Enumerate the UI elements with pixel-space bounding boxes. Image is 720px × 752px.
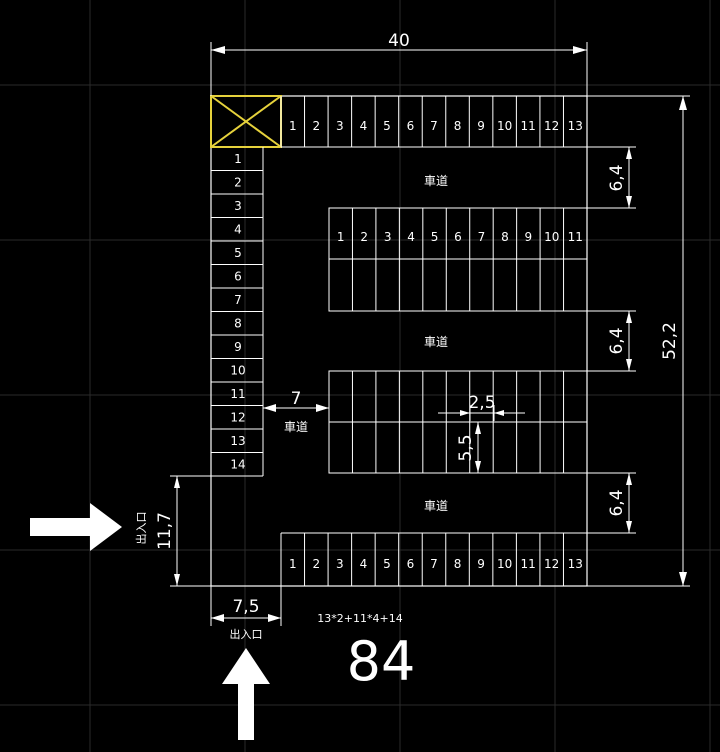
stall-count-formula: 13*2+11*4+14	[317, 612, 402, 625]
driveway-label-left: 車道	[284, 420, 308, 434]
left-stall-number: 2	[234, 175, 242, 189]
bottom-stall-number: 4	[360, 557, 368, 571]
bottom-stall-number: 13	[568, 557, 583, 571]
middle-stall-number: 5	[431, 230, 439, 244]
middle-stall-number: 4	[407, 230, 415, 244]
left-stall-number: 6	[234, 269, 242, 283]
left-stall-number: 4	[234, 222, 242, 236]
dimension-aisle-2: 6,4	[587, 310, 636, 372]
middle-stall-number: 9	[525, 230, 533, 244]
top-stall-number: 3	[336, 119, 344, 133]
dimension-aisle-3: 6,4	[587, 472, 636, 534]
left-stall-number: 3	[234, 199, 242, 213]
dimension-top-width: 40	[210, 31, 588, 96]
stall-count-total: 84	[347, 630, 416, 693]
middle-stall-number: 3	[384, 230, 392, 244]
dim-aisle-2-text: 6,4	[607, 327, 627, 354]
middle-stall-number: 6	[454, 230, 462, 244]
bottom-stall-number: 11	[521, 557, 536, 571]
dimension-stall-depth: 5,5	[456, 422, 481, 473]
dim-aisle-3-text: 6,4	[607, 489, 627, 516]
driveway-label-1: 車道	[424, 174, 448, 188]
top-stall-number: 12	[544, 119, 559, 133]
dim-left-aisle-text: 7	[291, 389, 302, 409]
bottom-stall-number: 9	[477, 557, 485, 571]
top-stall-number: 11	[521, 119, 536, 133]
middle-stall-number: 7	[478, 230, 486, 244]
dim-aisle-1-text: 6,4	[607, 164, 627, 191]
side-entrance-label: 出入口	[134, 512, 148, 545]
middle-stall-number: 11	[568, 230, 583, 244]
dim-top-width-text: 40	[388, 31, 410, 51]
top-stall-number: 2	[312, 119, 320, 133]
driveway-label-3: 車道	[424, 499, 448, 513]
top-stall-number: 6	[407, 119, 415, 133]
bottom-stall-number: 1	[289, 557, 297, 571]
dim-side-entrance-text: 11,7	[155, 512, 175, 550]
left-stall-number: 1	[234, 152, 242, 166]
left-stall-number: 11	[230, 387, 245, 401]
top-stall-number: 4	[360, 119, 368, 133]
driveway-label-2: 車道	[424, 335, 448, 349]
dim-right-height-text: 52,2	[660, 322, 680, 360]
top-stall-number: 8	[454, 119, 462, 133]
bottom-stall-number: 12	[544, 557, 559, 571]
dimension-left-aisle: 7	[263, 389, 329, 412]
left-stall-number: 13	[230, 434, 245, 448]
middle-stall-number: 1	[337, 230, 345, 244]
reserved-corner-x-icon	[210, 95, 282, 148]
bottom-stall-number: 7	[430, 557, 438, 571]
lot-boundary	[210, 95, 588, 587]
bottom-stall-number: 2	[312, 557, 320, 571]
bottom-entrance-label: 出入口	[230, 627, 263, 641]
left-stall-number: 14	[230, 457, 245, 471]
left-stall-number: 9	[234, 340, 242, 354]
bottom-stall-number: 5	[383, 557, 391, 571]
left-stall-number: 7	[234, 293, 242, 307]
middle-stall-block: 1 2 3 4 5 6 7 8 9 10 11	[328, 207, 588, 312]
lower-stall-block	[328, 370, 588, 474]
dimension-aisle-1: 6,4	[587, 146, 636, 209]
bottom-stall-number: 8	[454, 557, 462, 571]
dimension-stall-width: 2,5	[438, 393, 525, 421]
left-stall-number: 8	[234, 316, 242, 330]
top-stall-number: 13	[568, 119, 583, 133]
dimension-side-entrance: 11,7 出入口	[134, 475, 211, 587]
dim-stall-width-text: 2,5	[468, 393, 495, 413]
top-stall-number: 9	[477, 119, 485, 133]
left-stall-number: 5	[234, 246, 242, 260]
middle-stall-number: 10	[544, 230, 559, 244]
dimension-bottom-entrance: 7,5 出入口	[210, 586, 282, 641]
top-stall-number: 7	[430, 119, 438, 133]
bottom-stall-number: 3	[336, 557, 344, 571]
dim-stall-depth-text: 5,5	[456, 434, 476, 461]
bottom-entrance-arrow-icon	[222, 648, 270, 740]
left-stall-number: 10	[230, 363, 245, 377]
top-stall-number: 10	[497, 119, 512, 133]
dim-bottom-entrance-text: 7,5	[232, 597, 259, 617]
top-stall-number: 5	[383, 119, 391, 133]
bottom-stall-number: 10	[497, 557, 512, 571]
dimension-right-height: 52,2	[587, 95, 690, 587]
bottom-stall-number: 6	[407, 557, 415, 571]
side-entrance-arrow-icon	[30, 503, 122, 551]
top-stall-number: 1	[289, 119, 297, 133]
left-stall-number: 12	[230, 410, 245, 424]
middle-stall-number: 2	[360, 230, 368, 244]
middle-stall-number: 8	[501, 230, 509, 244]
